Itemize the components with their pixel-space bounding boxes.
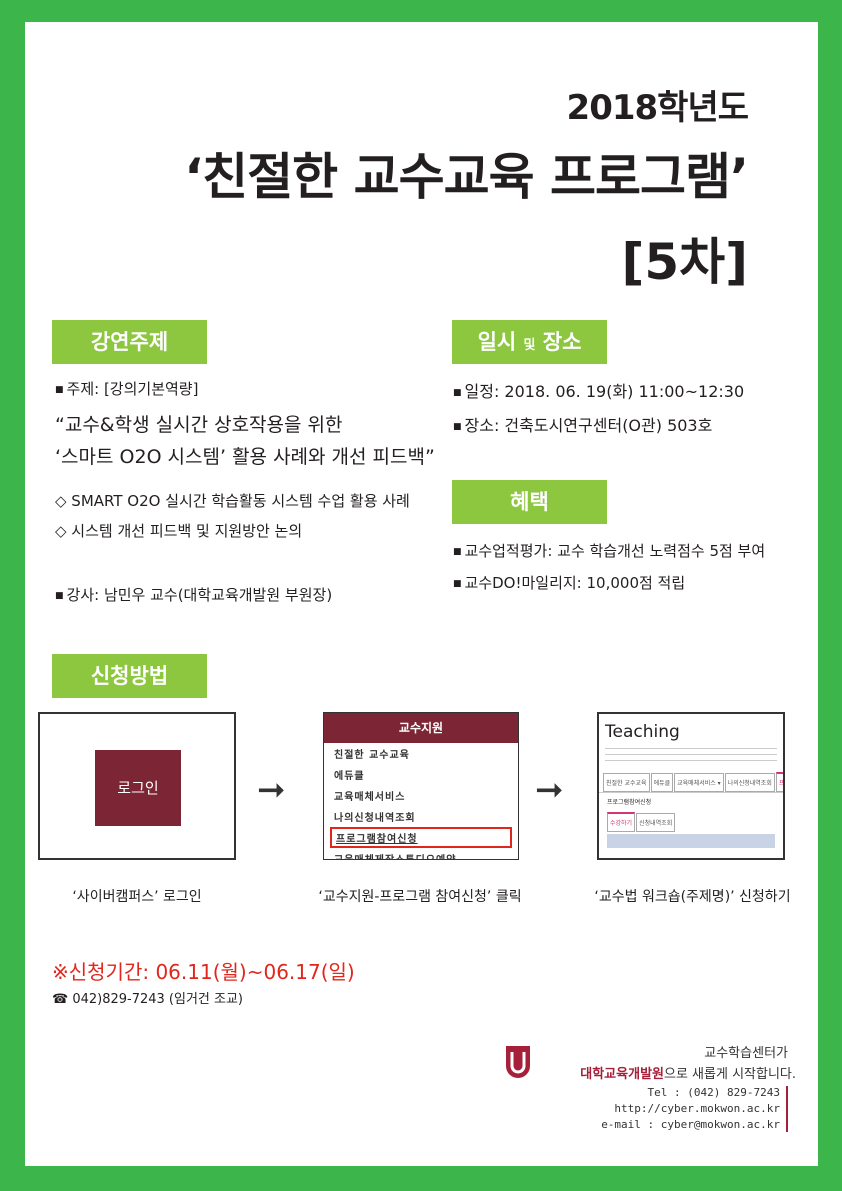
login-button: 로그인 (95, 750, 181, 826)
step2-caption: ‘교수지원-프로그램 참여신청’ 클릭 (318, 889, 522, 905)
arrow-right-icon: ➞ (257, 770, 286, 810)
lecture-item: ◇ 시스템 개선 피드백 및 지원방안 논의 (55, 522, 303, 540)
poster: 2018학년도 ‘친절한 교수교육 프로그램’ [5차] 강연주제 주제: [강… (25, 22, 818, 1166)
footer-email[interactable]: e-mail : cyber@mokwon.ac.kr (601, 1118, 780, 1131)
quote-line-1: “교수&학생 실시간 상호작용을 위한 (55, 414, 343, 436)
arrow-right-icon: ➞ (535, 770, 564, 810)
step1-caption: ‘사이버캠퍼스’ 로그인 (72, 889, 202, 905)
quote-line-2: ‘스마트 O2O 시스템’ 활용 사례와 개선 피드백” (55, 446, 435, 468)
lecture-heading: 강연주제 (52, 320, 207, 364)
step3-caption: ‘교수법 워크숍(주제명)’ 신청하기 (594, 889, 791, 905)
contact-phone: ☎ 042)829-7243 (임거건 조교) (52, 992, 244, 1007)
topic: 주제: [강의기본역량] (55, 378, 199, 399)
apply-heading: 신청방법 (52, 654, 207, 698)
poster-title: ‘친절한 교수교육 프로그램’ (184, 148, 749, 206)
step2-image: 교수지원 친절한 교수교육 에듀클 교육매체서비스 나의신청내역조회 프로그램참… (323, 712, 519, 860)
schedule-heading: 일시 및 장소 (452, 320, 607, 364)
step1-image: 로그인 (38, 712, 236, 860)
benefit-item: 교수업적평가: 교수 학습개선 노력점수 5점 부여 (453, 540, 766, 561)
apply-period: ※신청기간: 06.11(월)~06.17(일) (52, 960, 355, 984)
benefit-item: 교수DO!마일리지: 10,000점 적립 (453, 572, 686, 593)
divider (786, 1086, 788, 1132)
year: 2018학년도 (566, 88, 749, 128)
footer-url[interactable]: http://cyber.mokwon.ac.kr (614, 1102, 780, 1115)
round: [5차] (621, 233, 749, 291)
speaker: 강사: 남민우 교수(대학교육개발원 부원장) (55, 584, 333, 605)
footer-line2: 대학교육개발원으로 새롭게 시작합니다. (580, 1067, 796, 1082)
university-logo-icon (503, 1042, 533, 1082)
schedule-place: 장소: 건축도시연구센터(O관) 503호 (453, 412, 713, 436)
benefit-heading: 혜택 (452, 480, 607, 524)
footer-tel: Tel : (042) 829-7243 (647, 1086, 780, 1099)
schedule-date: 일정: 2018. 06. 19(화) 11:00~12:30 (453, 378, 745, 402)
footer-line1: 교수학습센터가 (704, 1046, 788, 1061)
lecture-item: ◇ SMART O2O 실시간 학습활동 시스템 수업 활용 사례 (55, 492, 410, 510)
